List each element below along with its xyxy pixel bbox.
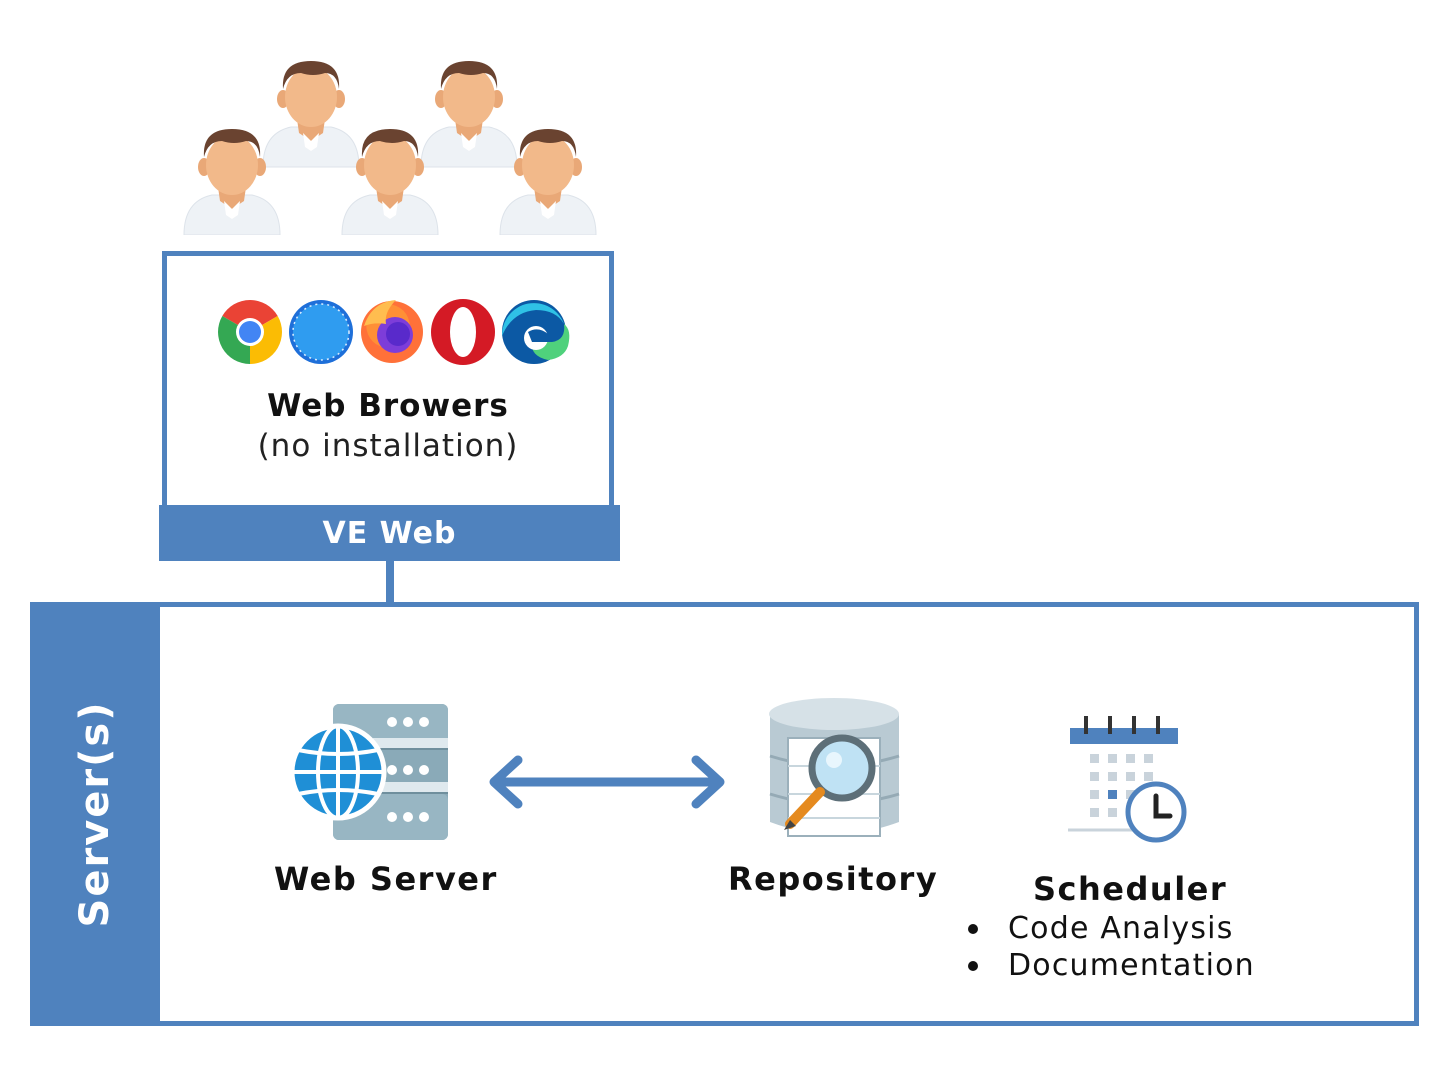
browser-icons-row [218, 299, 570, 365]
person-icon [341, 128, 439, 235]
bidirectional-arrow [489, 755, 725, 809]
bullet [968, 960, 978, 971]
person-icon [420, 60, 518, 168]
servers-band [30, 602, 160, 1026]
task-label: Documentation [1008, 948, 1255, 983]
repository-label: Repository [728, 860, 939, 898]
person-icon [499, 128, 597, 235]
list-item: Documentation [968, 947, 1255, 984]
chrome-icon [218, 300, 282, 364]
browsers-subtitle: (no installation) [257, 428, 519, 464]
web-server-icon [289, 704, 448, 840]
bullet [968, 923, 978, 934]
task-label: Code Analysis [1008, 911, 1234, 946]
web-server-label: Web Server [274, 860, 498, 898]
person-icon [183, 128, 281, 235]
users-group [183, 60, 597, 235]
servers-label: Server(s) [72, 700, 118, 928]
list-item: Code Analysis [968, 910, 1255, 947]
database-search-icon [769, 698, 900, 837]
safari-icon [289, 300, 353, 364]
opera-icon [431, 299, 495, 365]
calendar-clock-icon [1068, 716, 1187, 843]
firefox-icon [361, 300, 423, 363]
edge-icon [501, 300, 570, 364]
browsers-title: Web Browers [267, 388, 509, 424]
scheduler-label: Scheduler [1033, 870, 1228, 908]
person-icon [262, 60, 360, 168]
ve-web-footer: VE Web [159, 505, 620, 561]
scheduler-task-list: Code Analysis Documentation [968, 910, 1255, 984]
